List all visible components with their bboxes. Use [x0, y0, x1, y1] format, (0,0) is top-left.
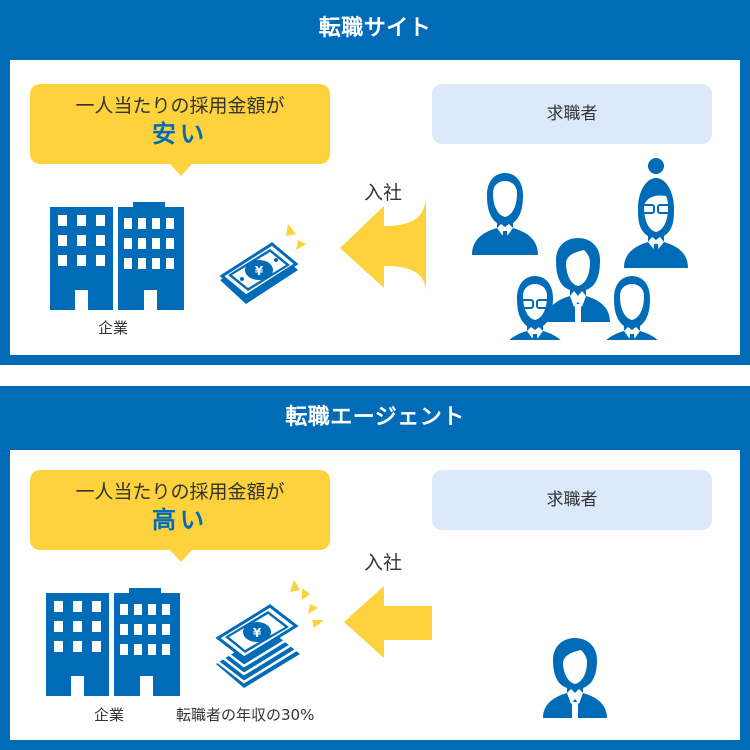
panel-body: 一人当たりの採用金額が 高い 企業 [10, 450, 740, 740]
panel-body: 一人当たりの採用金額が 安い 企業 [10, 60, 740, 355]
job-seekers-group-icon [472, 158, 688, 340]
svg-text:¥: ¥ [253, 626, 262, 640]
company-label: 企業 [94, 706, 125, 724]
money-bill-stack-icon: ¥ [219, 224, 306, 304]
job-seeker-label: 求職者 [432, 84, 712, 144]
office-buildings-icon [46, 588, 180, 696]
job-seeker-label: 求職者 [432, 470, 712, 530]
cost-speech-bubble: 一人当たりの採用金額が 安い [30, 84, 330, 176]
office-buildings-icon [50, 202, 184, 310]
curved-left-arrow-icon [340, 198, 426, 290]
bubble-text: 一人当たりの採用金額が [75, 481, 285, 503]
job-seeker-person-icon [543, 638, 607, 718]
panel-title: 転職サイト [318, 16, 432, 41]
svg-text:¥: ¥ [255, 264, 264, 278]
money-thick-stack-icon: ¥ [215, 580, 324, 688]
job-site-panel: 転職サイト 一人当たりの採用金額が 安い 企業 [0, 0, 750, 365]
bubble-emphasis: 安い [152, 120, 208, 148]
bubble-emphasis: 高い [152, 506, 208, 534]
money-caption: 転職者の年収の30% [176, 706, 315, 724]
join-label: 入社 [364, 552, 403, 574]
join-label: 入社 [364, 182, 403, 204]
straight-left-arrow-icon [344, 586, 432, 658]
cost-speech-bubble: 一人当たりの採用金額が 高い [30, 470, 330, 562]
panel-title: 転職エージェント [285, 405, 465, 430]
job-agent-panel: 転職エージェント 一人当たりの採用金額が 高い 企業 [0, 386, 750, 750]
bubble-text: 一人当たりの採用金額が [75, 95, 285, 117]
company-label: 企業 [98, 319, 129, 337]
